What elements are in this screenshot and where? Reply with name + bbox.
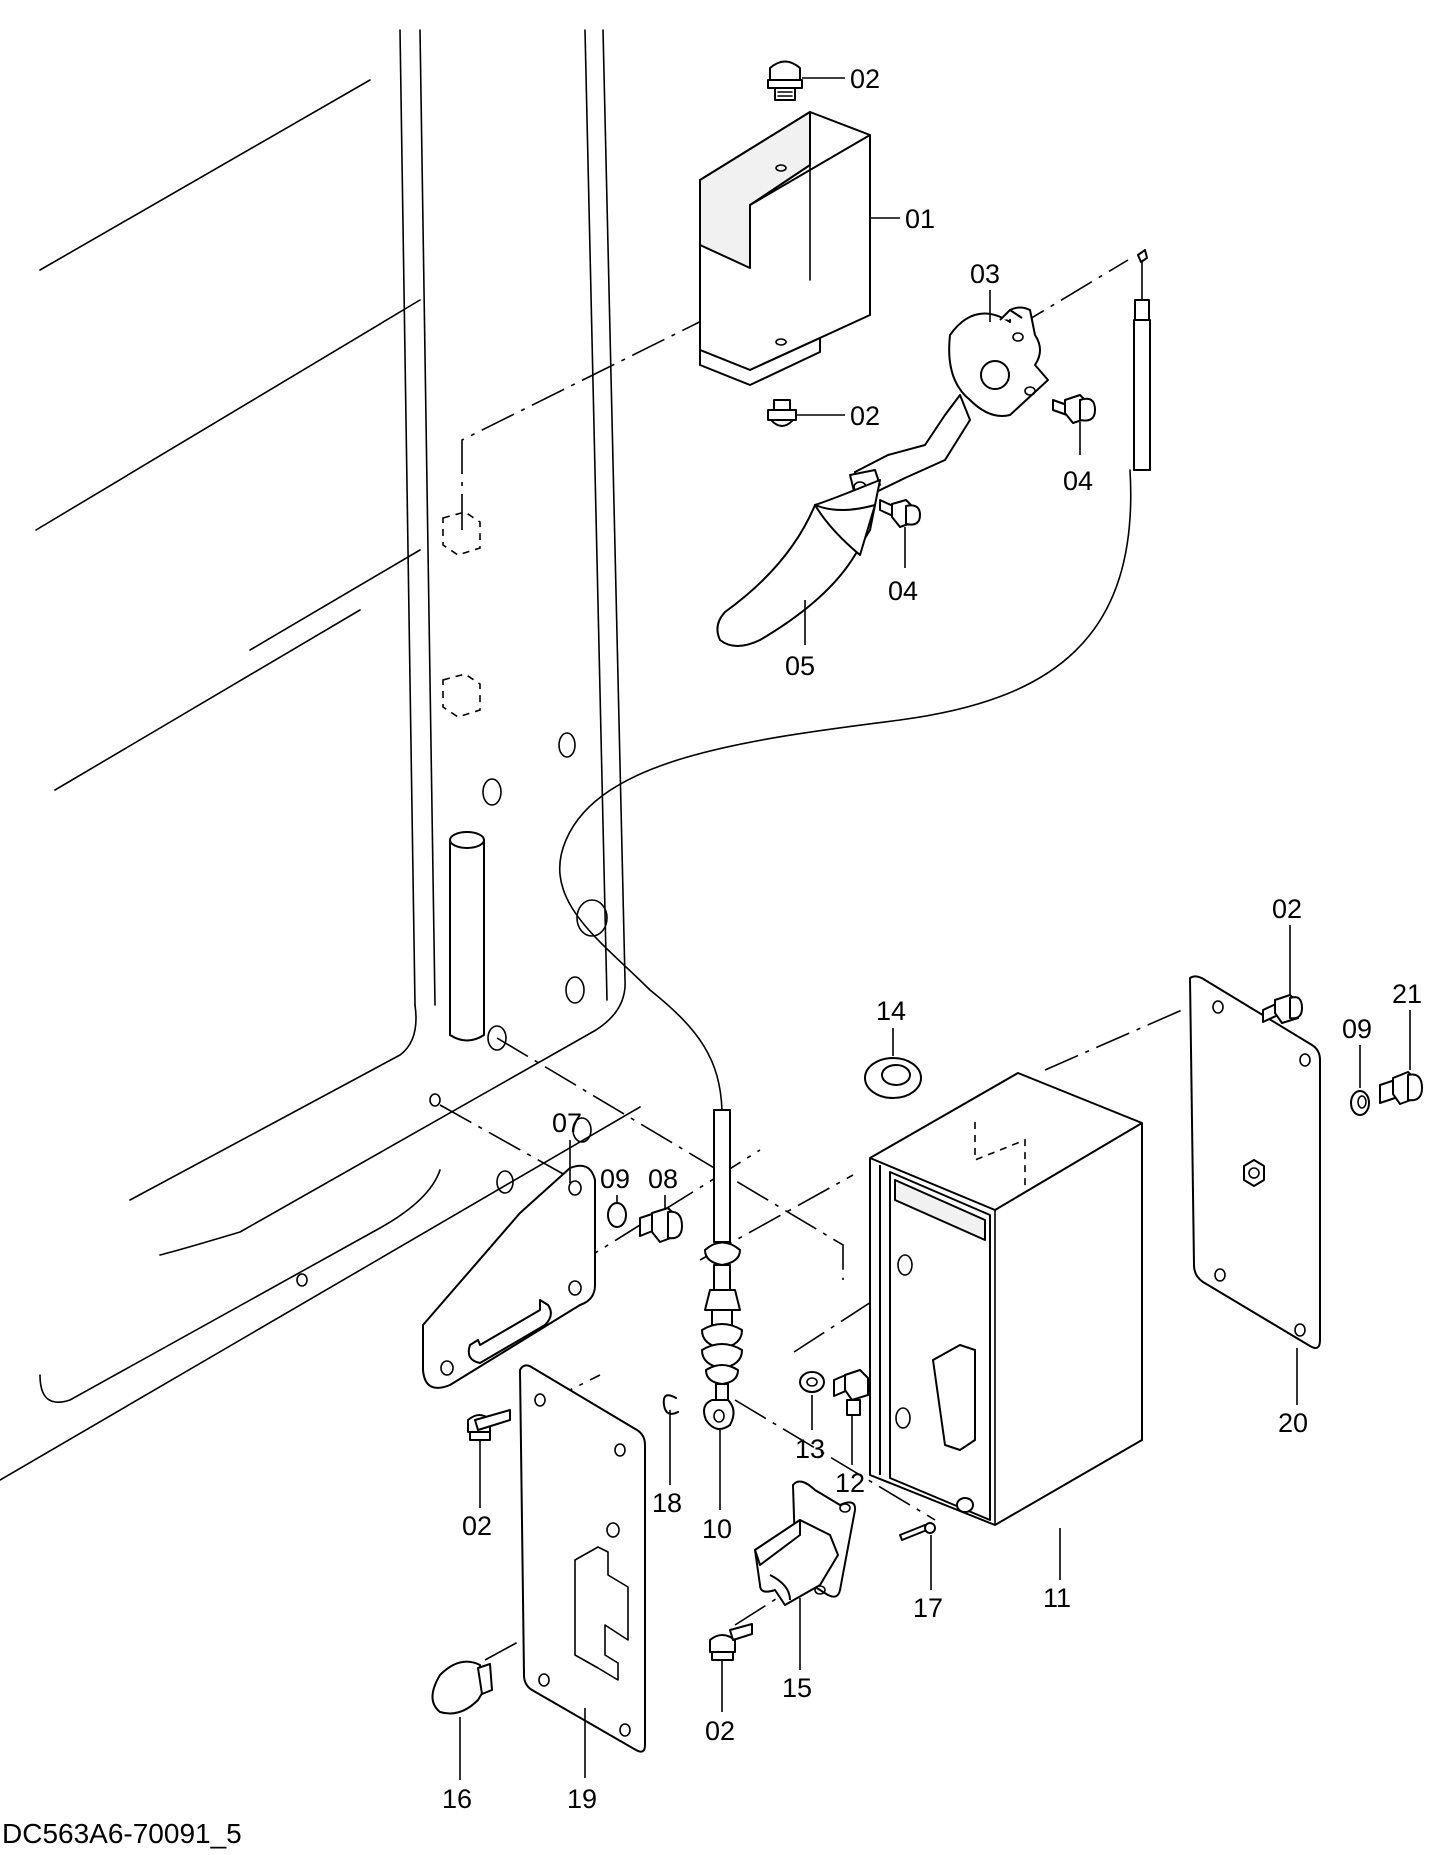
part-12-bolt [833,1369,869,1416]
label-18: 18 [652,1488,682,1518]
label-16: 16 [442,1784,472,1814]
label-02: 02 [850,401,880,431]
part-05-handle [716,394,971,647]
label-19: 19 [567,1784,597,1814]
part-03-latch [948,306,1049,417]
part-09-washer-right [1350,1090,1370,1116]
label-02: 02 [462,1511,492,1541]
part-17-pin [899,1522,936,1541]
leader-lines [459,77,1411,1780]
label-11: 11 [1043,1583,1071,1613]
label-02: 02 [705,1716,735,1746]
part-02-bolt-right [1262,994,1303,1024]
label-20: 20 [1278,1408,1308,1438]
part-13-washer [799,1371,825,1393]
control-cable [559,469,1132,1111]
part-labels: 02 01 03 02 04 04 05 02 14 09 21 07 09 0… [442,64,1422,1814]
label-09: 09 [1342,1014,1372,1044]
part-15-striker [754,1480,857,1606]
part-21-bolt [1379,1071,1423,1105]
part-18-clip [662,1394,679,1415]
label-04: 04 [888,576,918,606]
door-panel-frame [0,29,641,1481]
part-20-plate [1189,975,1321,1349]
label-02: 02 [1272,894,1302,924]
label-14: 14 [876,996,906,1026]
latch-rod [1133,249,1151,471]
part-16-knob [431,1660,493,1715]
part-10-clevis [703,1399,735,1430]
label-15: 15 [782,1673,812,1703]
part-01-cover [699,111,871,386]
drawing-code: DC563A6-70091_5 [2,1818,242,1849]
part-08-bolt [639,1207,683,1243]
part-02-bolt-top [767,60,803,101]
part-02-bolt-bottom [709,1623,753,1661]
label-05: 05 [785,651,815,681]
part-02-bolt-left [467,1409,511,1441]
label-17: 17 [913,1593,943,1623]
part-07-bracket [422,1164,596,1389]
part-09-washer-left [607,1202,627,1228]
label-08: 08 [648,1164,678,1194]
part-19-plate [519,1364,646,1753]
part-04-screw-left [879,499,921,528]
label-12: 12 [835,1468,865,1498]
label-21: 21 [1392,979,1422,1009]
label-13: 13 [795,1434,825,1464]
part-02-bolt-mid [767,399,797,427]
part-11-box [869,1072,1143,1526]
cable-end-fitting [701,1109,743,1401]
part-14-grommet [864,1057,922,1099]
label-09: 09 [600,1164,630,1194]
label-10: 10 [702,1514,732,1544]
label-07: 07 [552,1108,582,1138]
label-03: 03 [970,259,1000,289]
label-04: 04 [1063,466,1093,496]
label-02: 02 [850,64,880,94]
label-01: 01 [905,204,935,234]
part-04-screw-right [1052,394,1096,424]
